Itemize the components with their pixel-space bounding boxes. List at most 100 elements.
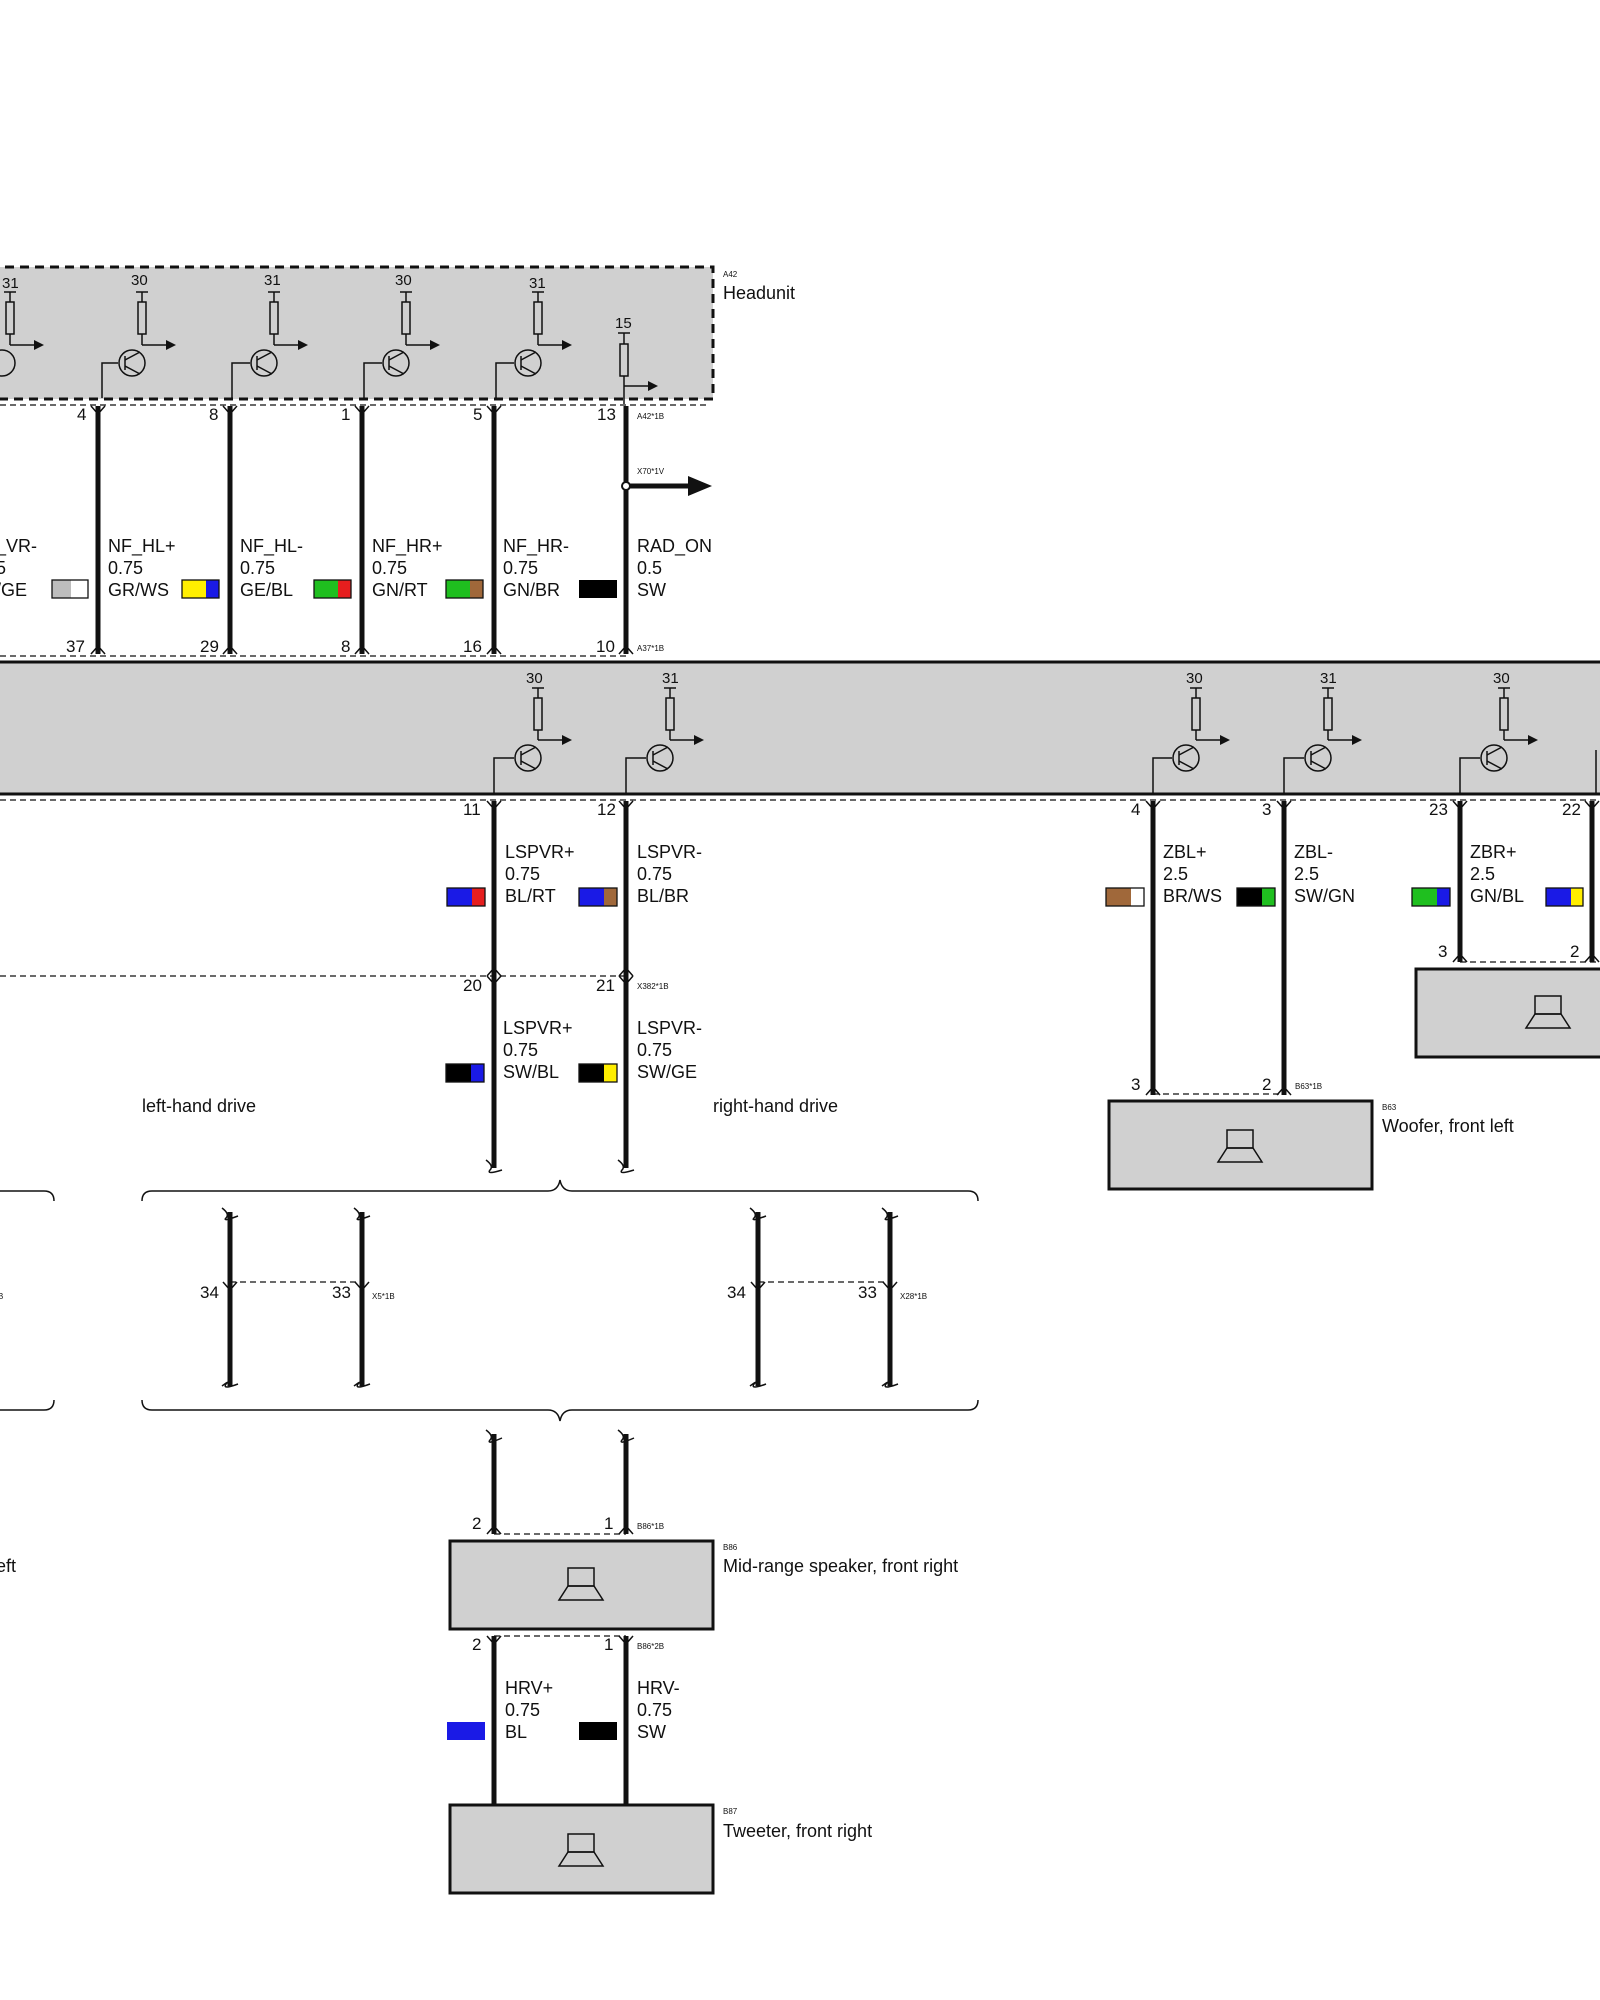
tweeter-speaker-icon (557, 1833, 605, 1867)
connector-x382: X382*1B (637, 982, 669, 991)
tweeter-wire-1: HRV- 0.75 SW (579, 1678, 680, 1742)
x382-swatch-0a (446, 1064, 471, 1082)
connector-x28: X28*1B (900, 1292, 927, 1301)
amp-transistor-4: 30 (1459, 670, 1597, 794)
upper-top-pin-2: 8 (209, 405, 218, 424)
upper-swatch-4a (579, 580, 617, 598)
upper-size-4: 0.75 (503, 558, 538, 578)
x28-connector: 34 33 X28*1B (727, 1207, 927, 1388)
amp-swatch-3a (1237, 888, 1262, 906)
tweeter-box (448, 1803, 715, 1895)
connector-x70: X70*1V (637, 467, 665, 476)
amp-size-1: 0.75 (637, 864, 672, 884)
upper-color-2: GE/BL (240, 580, 293, 600)
tweeter-color-1: SW (637, 1722, 666, 1742)
upper-swatch-2a (314, 580, 338, 598)
headunit-id: A42 (723, 270, 738, 279)
amp-top-pin-5: 22 (1562, 800, 1581, 819)
woofer-speaker-icon (1216, 1129, 1264, 1163)
amp-color-4: GN/BL (1470, 886, 1524, 906)
amp-bottom-pin-2: 3 (1131, 1075, 1140, 1094)
headunit-transistor-0: 31 (0, 275, 44, 377)
headunit-transistor-3: 30 (363, 272, 440, 398)
headunit-transistor-1: 30 (101, 272, 176, 398)
upper-wire-5: 13 X70*1V RAD_ON 0.5 SW A37*1B (597, 405, 712, 655)
midrange-wires: 2 1 B86*1B (472, 1429, 664, 1535)
amp-swatch-1b (604, 888, 617, 906)
x382-size-0: 0.75 (503, 1040, 538, 1060)
amp-swatch-5a (1546, 888, 1571, 906)
amp-transistor-1: 31 (625, 670, 704, 794)
x382-swatch-0b (471, 1064, 484, 1082)
upper-wire-2: 8 NF_HL- 0.75 GE/BL 8 (209, 405, 352, 656)
headunit-supply-2: 31 (264, 272, 281, 289)
amp-top-pin-4: 23 (1429, 800, 1448, 819)
amp-bottom-pin-0: 20 (463, 976, 482, 995)
tweeter-wire-0: HRV+ 0.75 BL (447, 1678, 553, 1742)
tweeter-swatch-0 (447, 1722, 485, 1740)
right-hand-drive-label: right-hand drive (713, 1096, 838, 1116)
tweeter-swatch-1 (579, 1722, 617, 1740)
amp-size-2: 2.5 (1163, 864, 1188, 884)
tweeter-size-0: 0.75 (505, 1700, 540, 1720)
tweeter-size-1: 0.75 (637, 1700, 672, 1720)
amp-transistor-3: 31 (1283, 670, 1362, 794)
amp-supply-1: 31 (662, 670, 679, 687)
x5-pin-left: 34 (200, 1283, 219, 1302)
x382-name-1: LSPVR- (637, 1018, 702, 1038)
amp-name-4: ZBR+ (1470, 842, 1517, 862)
upper-bottom-pin-1: 29 (200, 637, 219, 656)
x382-name-0: LSPVR+ (503, 1018, 573, 1038)
x382-wire-1: LSPVR- 0.75 SW/GE (578, 1018, 702, 1083)
midrange-pin-right: 1 (604, 1514, 613, 1533)
upper-size-3: 0.75 (372, 558, 407, 578)
connector-b63: B63*1B (1295, 1082, 1322, 1091)
tweeter-pin-left: 2 (472, 1635, 481, 1654)
amp-name-3: ZBL- (1294, 842, 1333, 862)
headunit-transistor-4: 31 (495, 275, 572, 398)
midrange-pin-left: 2 (472, 1514, 481, 1533)
upper-color-5: SW (637, 580, 666, 600)
amp-name-1: LSPVR- (637, 842, 702, 862)
upper-top-pin-1: 4 (77, 405, 86, 424)
amp-bottom-pin-3: 2 (1262, 1075, 1271, 1094)
upper-swatch-1a (182, 580, 206, 598)
amp-wire-0: 11 LSPVR+ 0.75 BL/RT 20 (446, 800, 575, 1174)
brace-bottom (141, 1399, 979, 1422)
upper-swatch-0b (71, 580, 88, 598)
tweeter-name-1: HRV- (637, 1678, 680, 1698)
amp-color-2: BR/WS (1163, 886, 1222, 906)
upper-swatch-2b (338, 580, 351, 598)
amp-swatch-4b (1437, 888, 1450, 906)
amp-supply-3: 31 (1320, 670, 1337, 687)
tweeter-name: Tweeter, front right (723, 1821, 872, 1841)
x382-color-0: SW/BL (503, 1062, 559, 1082)
amp-bottom-pin-5: 2 (1570, 942, 1579, 961)
amp-size-0: 0.75 (505, 864, 540, 884)
x5-pin-right: 33 (332, 1283, 351, 1302)
connector-x5: X5*1B (372, 1292, 395, 1301)
amp-wire-3: 3 ZBL- 2.5 SW/GN 2 B63*1B (1236, 800, 1355, 1096)
midrange-name: Mid-range speaker, front right (723, 1556, 958, 1576)
upper-wire-0: _VR- 5 /GE 37 (0, 536, 89, 656)
x382-color-1: SW/GE (637, 1062, 697, 1082)
upper-name-0: _VR- (0, 536, 37, 557)
connector-a42: A42*1B (637, 412, 664, 421)
midrange-box (448, 1539, 715, 1631)
upper-size-5: 0.5 (637, 558, 662, 578)
amp-top-pin-1: 12 (597, 800, 616, 819)
upper-wire-4: 5 NF_HR- 0.75 GN/BR 10 (473, 405, 617, 656)
connector-b86-1: B86*1B (637, 1522, 664, 1531)
connector-b86-2: B86*2B (637, 1642, 664, 1651)
left-brace-top (0, 1190, 55, 1202)
upper-swatch-3a (446, 580, 470, 598)
upper-name-4: NF_HR- (503, 536, 569, 557)
amp-top-pin-0: 11 (463, 800, 481, 819)
headunit-supply-3: 30 (395, 272, 412, 289)
amp-swatch-4a (1412, 888, 1437, 906)
x382-swatch-1a (579, 1064, 604, 1082)
upper-bottom-pin-3: 16 (463, 637, 482, 656)
left-brace-bottom (0, 1399, 55, 1411)
upper-name-1: NF_HL+ (108, 536, 176, 557)
